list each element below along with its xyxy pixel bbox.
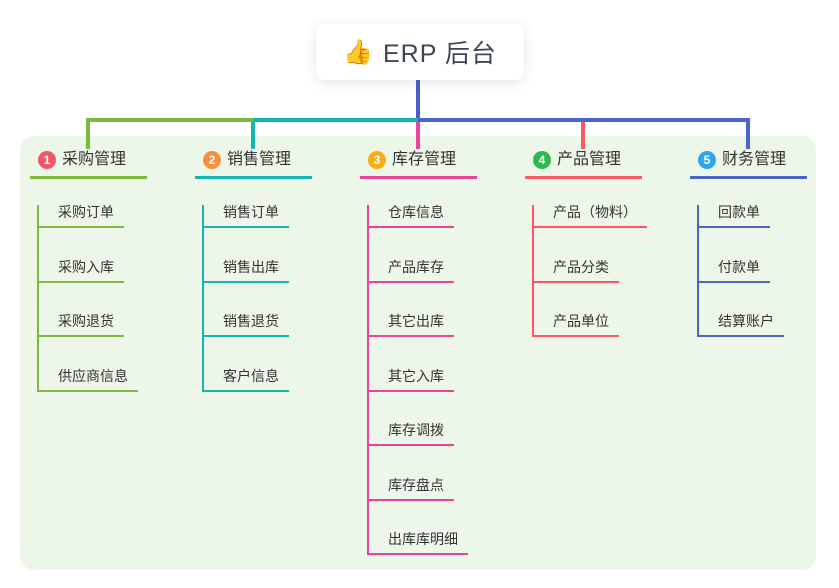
branch-purchase: 1 采购管理 采购订单 采购入库 采购退货 供应商信息: [30, 150, 147, 392]
root-stem-connector: [416, 80, 420, 122]
branch-inventory-header[interactable]: 3 库存管理: [360, 150, 477, 179]
branch-2-drop-connector: [251, 118, 255, 149]
node-item[interactable]: 销售退货: [204, 314, 289, 337]
branch-3-drop-connector: [416, 118, 420, 149]
badge-1-icon: 1: [38, 151, 56, 169]
node-item[interactable]: 销售订单: [204, 205, 289, 228]
root-node[interactable]: 👍 ERP 后台: [316, 24, 524, 80]
branch-inventory-children: 仓库信息 产品库存 其它出库 其它入库 库存调拨 库存盘点 出库库明细: [367, 205, 477, 555]
branch-1-drop-connector: [86, 118, 90, 149]
node-item[interactable]: 销售出库: [204, 260, 289, 283]
branch-label: 采购管理: [62, 151, 127, 168]
node-item[interactable]: 产品（物料）: [534, 205, 647, 228]
branch-sales: 2 销售管理 销售订单 销售出库 销售退货 客户信息: [195, 150, 312, 392]
node-item[interactable]: 产品库存: [369, 260, 454, 283]
node-item[interactable]: 回款单: [699, 205, 770, 228]
node-item[interactable]: 采购入库: [39, 260, 124, 283]
branch-label: 财务管理: [722, 151, 787, 168]
branch-finance-children: 回款单 付款单 结算账户: [697, 205, 807, 337]
node-item[interactable]: 产品分类: [534, 260, 619, 283]
branch-label: 库存管理: [392, 151, 457, 168]
node-item[interactable]: 其它入库: [369, 369, 454, 392]
node-item[interactable]: 产品单位: [534, 314, 619, 337]
branch-product: 4 产品管理 产品（物料） 产品分类 产品单位: [525, 150, 647, 337]
node-item[interactable]: 出库库明细: [369, 532, 468, 555]
branch-sales-header[interactable]: 2 销售管理: [195, 150, 312, 179]
mindmap-panel: [20, 136, 816, 570]
branch-purchase-header[interactable]: 1 采购管理: [30, 150, 147, 179]
branch-5-horizontal-connector: [418, 118, 750, 122]
node-item[interactable]: 仓库信息: [369, 205, 454, 228]
root-title: ERP 后台: [382, 40, 497, 68]
node-item[interactable]: 客户信息: [204, 369, 289, 392]
branch-label: 产品管理: [557, 151, 622, 168]
branch-label: 销售管理: [227, 151, 292, 168]
branch-4-drop-connector: [581, 118, 585, 149]
node-item[interactable]: 采购退货: [39, 314, 124, 337]
branch-5-drop-connector: [746, 118, 750, 149]
branch-finance-header[interactable]: 5 财务管理: [690, 150, 807, 179]
branch-finance: 5 财务管理 回款单 付款单 结算账户: [690, 150, 807, 337]
branch-2-horizontal-connector: [253, 118, 418, 122]
branch-sales-children: 销售订单 销售出库 销售退货 客户信息: [202, 205, 312, 392]
badge-3-icon: 3: [368, 151, 386, 169]
branch-inventory: 3 库存管理 仓库信息 产品库存 其它出库 其它入库 库存调拨 库存盘点 出库库…: [360, 150, 477, 555]
node-item[interactable]: 库存盘点: [369, 478, 454, 501]
badge-5-icon: 5: [698, 151, 716, 169]
badge-4-icon: 4: [533, 151, 551, 169]
thumbs-up-icon: 👍: [343, 38, 374, 66]
node-item[interactable]: 库存调拨: [369, 423, 454, 446]
branch-purchase-children: 采购订单 采购入库 采购退货 供应商信息: [37, 205, 147, 392]
node-item[interactable]: 采购订单: [39, 205, 124, 228]
branch-product-header[interactable]: 4 产品管理: [525, 150, 642, 179]
node-item[interactable]: 供应商信息: [39, 369, 138, 392]
branch-1-horizontal-connector: [86, 118, 253, 122]
node-item[interactable]: 结算账户: [699, 314, 784, 337]
node-item[interactable]: 其它出库: [369, 314, 454, 337]
branch-product-children: 产品（物料） 产品分类 产品单位: [532, 205, 647, 337]
badge-2-icon: 2: [203, 151, 221, 169]
node-item[interactable]: 付款单: [699, 260, 770, 283]
